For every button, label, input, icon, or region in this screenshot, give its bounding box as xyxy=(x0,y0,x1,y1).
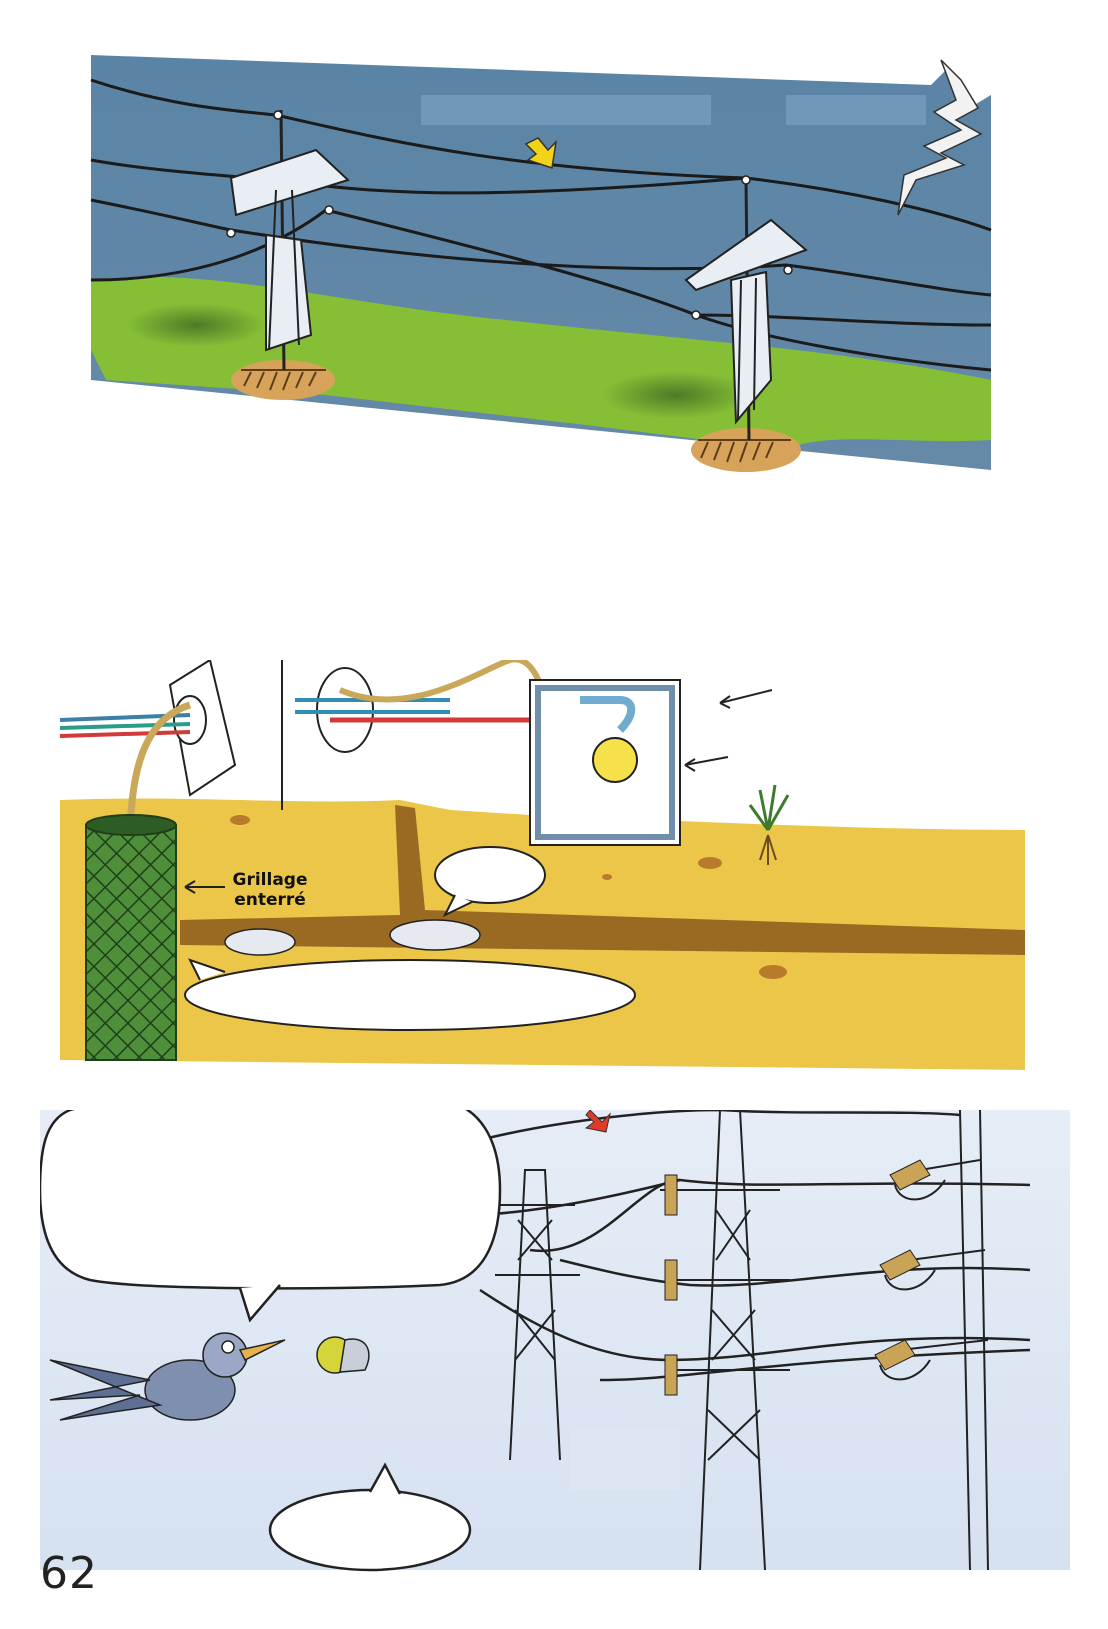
buried-mesh-label: Grillage enterré xyxy=(215,870,325,910)
high-voltage-lines-panel xyxy=(40,1110,1070,1590)
lightning-bolt xyxy=(897,59,983,216)
pylons-scene xyxy=(40,1110,1070,1572)
buried-mesh-label-line2: enterré xyxy=(234,890,306,910)
mole-right xyxy=(389,919,481,951)
underground-scene xyxy=(60,660,1025,1070)
bird xyxy=(49,1332,286,1421)
buried-mesh-label-line1: Grillage xyxy=(232,870,308,890)
wooden-pole-left xyxy=(226,109,350,400)
storm-scene xyxy=(90,55,992,472)
red-arrow-icon xyxy=(584,1110,611,1133)
pylon-large xyxy=(660,1110,790,1571)
annotation-arrows xyxy=(184,689,773,894)
pylon-small xyxy=(495,1169,580,1461)
plant xyxy=(748,784,790,865)
speech-bubbles xyxy=(40,1110,502,1572)
speech-bubbles xyxy=(184,846,636,1031)
snail xyxy=(316,1336,370,1374)
power-wires xyxy=(479,1110,1031,1382)
power-line-storm-panel xyxy=(86,50,1026,520)
grass-field xyxy=(91,276,991,450)
wooden-pole-right xyxy=(684,175,808,472)
yellow-arrow-icon xyxy=(524,137,558,169)
page-number: 62 xyxy=(40,1548,98,1599)
underground-cable-panel: Grillage enterré xyxy=(60,660,1070,1100)
mole-left xyxy=(224,928,296,956)
pylon-pole xyxy=(899,1110,989,1571)
buried-wire-mesh xyxy=(85,814,177,1061)
